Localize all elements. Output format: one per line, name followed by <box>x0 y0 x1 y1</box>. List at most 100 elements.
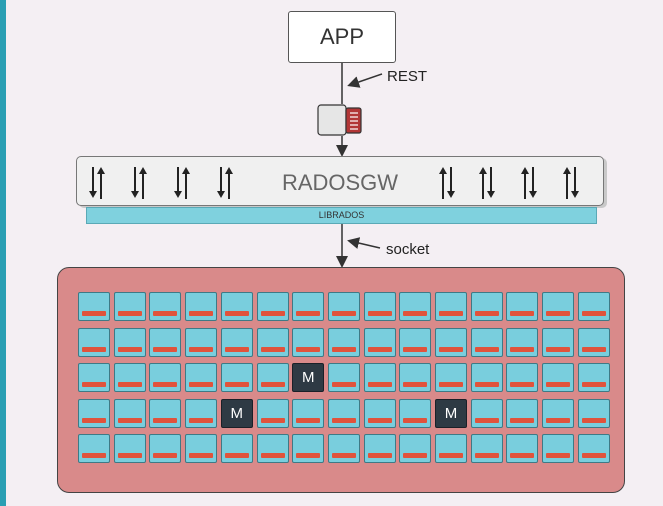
osd-disk <box>256 327 289 357</box>
socket-pointer-arrow <box>347 237 381 249</box>
osd-disk <box>577 292 610 321</box>
disk-indicator <box>367 311 392 316</box>
osd-disk <box>113 292 146 321</box>
osd-disk <box>542 327 575 357</box>
stream-arrow-pair-7 <box>563 167 579 199</box>
disk-indicator <box>260 346 285 352</box>
disk-indicator <box>367 417 392 423</box>
left-accent-bar <box>0 0 6 506</box>
osd-disk <box>327 434 360 463</box>
disk-indicator <box>117 311 142 316</box>
disk-indicator <box>546 417 571 423</box>
osd-disk <box>435 292 467 321</box>
osd-disk <box>292 398 325 428</box>
osd-disk <box>292 292 325 321</box>
osd-disk <box>542 398 575 428</box>
osd-disk <box>577 398 610 428</box>
disk-indicator <box>367 346 392 352</box>
stream-arrow-pair-0 <box>89 167 105 199</box>
osd-disk <box>470 363 503 392</box>
disk-indicator <box>224 453 249 458</box>
osd-disk <box>577 363 610 392</box>
disk-indicator <box>510 453 535 458</box>
disk-indicator <box>546 382 571 387</box>
disk-indicator <box>189 453 214 458</box>
stream-arrow-pair-6 <box>521 167 537 199</box>
osd-disk <box>327 363 360 392</box>
osd-disk <box>149 327 182 357</box>
osd-disk <box>113 363 146 392</box>
osd-disk <box>220 292 253 321</box>
disk-indicator <box>153 417 178 423</box>
osd-disk <box>149 363 182 392</box>
osd-disk <box>577 434 610 463</box>
disk-indicator <box>296 311 321 316</box>
stream-arrow-pair-5 <box>479 167 495 199</box>
disk-indicator <box>546 311 571 316</box>
disk-indicator <box>439 382 463 387</box>
osd-disk <box>113 434 146 463</box>
disk-indicator <box>82 382 106 387</box>
disk-indicator <box>260 453 285 458</box>
osd-disk <box>435 327 467 357</box>
disk-indicator <box>403 453 428 458</box>
monitor-node: M <box>292 363 325 392</box>
disk-indicator <box>474 311 499 316</box>
osd-disk <box>363 398 396 428</box>
stream-arrow-pair-2 <box>174 167 190 199</box>
osd-disk <box>78 363 110 392</box>
osd-disk <box>363 363 396 392</box>
disk-indicator <box>260 311 285 316</box>
disk-indicator <box>581 311 606 316</box>
osd-disk <box>220 327 253 357</box>
osd-disk <box>363 327 396 357</box>
disk-indicator <box>296 346 321 352</box>
disk-indicator <box>224 382 249 387</box>
osd-disk <box>220 434 253 463</box>
disk-indicator <box>581 453 606 458</box>
osd-disk <box>506 327 539 357</box>
app-box: APP <box>288 11 396 63</box>
disk-indicator <box>153 453 178 458</box>
osd-disk <box>435 363 467 392</box>
osd-disk <box>470 434 503 463</box>
osd-disk <box>399 434 432 463</box>
osd-disk <box>435 434 467 463</box>
osd-disk <box>542 434 575 463</box>
osd-disk <box>113 398 146 428</box>
disk-indicator <box>367 382 392 387</box>
disk-indicator <box>117 453 142 458</box>
osd-disk <box>149 434 182 463</box>
osd-disk <box>470 327 503 357</box>
disk-indicator <box>403 417 428 423</box>
rest-pointer-arrow <box>347 73 383 88</box>
disk-indicator <box>331 311 356 316</box>
osd-disk <box>149 292 182 321</box>
disk-indicator <box>189 382 214 387</box>
disk-indicator <box>82 346 106 352</box>
osd-disk <box>256 363 289 392</box>
disk-indicator <box>546 453 571 458</box>
stream-arrow-pair-4 <box>439 167 455 199</box>
disk-indicator <box>581 346 606 352</box>
disk-indicator <box>439 346 463 352</box>
disk-indicator <box>82 453 106 458</box>
osd-disk <box>577 327 610 357</box>
osd-disk <box>220 363 253 392</box>
stream-arrow-pair-3 <box>217 167 233 199</box>
disk-indicator <box>510 382 535 387</box>
disk-indicator <box>189 346 214 352</box>
osd-disk <box>506 363 539 392</box>
osd-disk <box>399 363 432 392</box>
osd-disk <box>185 434 218 463</box>
disk-indicator <box>117 382 142 387</box>
app-label: APP <box>319 24 365 49</box>
osd-disk <box>149 398 182 428</box>
disk-indicator <box>296 417 321 423</box>
disk-indicator <box>510 417 535 423</box>
radosgw-title: RADOSGW <box>281 170 399 195</box>
osd-disk <box>542 363 575 392</box>
osd-disk <box>542 292 575 321</box>
disk-indicator <box>117 346 142 352</box>
